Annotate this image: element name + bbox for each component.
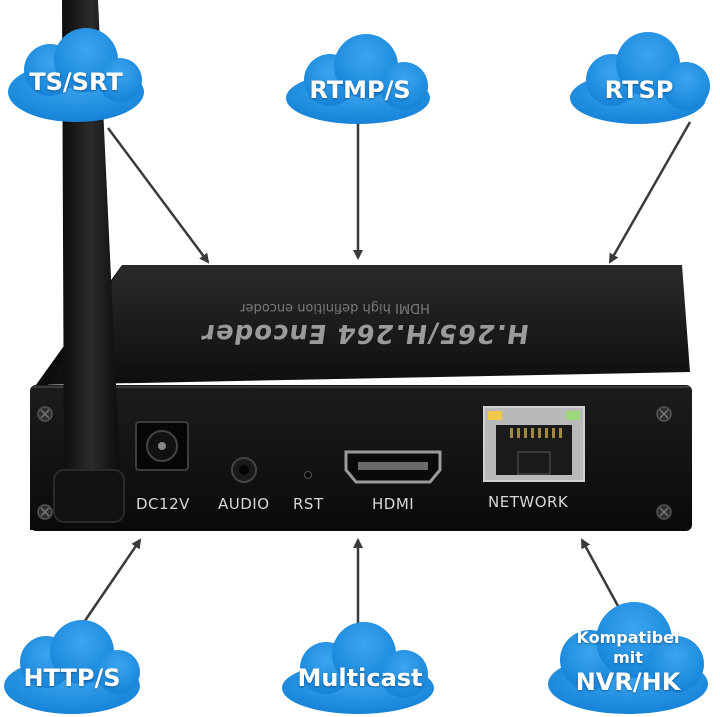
cloud-label-compat-2: mit bbox=[613, 648, 643, 667]
audio-jack-port bbox=[231, 457, 257, 483]
cloud-label-ts-srt: TS/SRT bbox=[29, 68, 123, 96]
hdmi-port bbox=[344, 450, 442, 484]
device-top-subtitle: HDMI high definition encoder bbox=[240, 300, 430, 315]
cloud-multicast bbox=[282, 622, 434, 714]
dc-jack-port bbox=[135, 421, 189, 471]
cloud-label-rtsp: RTSP bbox=[604, 76, 674, 104]
cloud-http-s bbox=[4, 620, 140, 714]
cloud-label-http-s: HTTP/S bbox=[23, 664, 121, 692]
cloud-rtsp bbox=[570, 32, 710, 124]
cloud-rtmp-s bbox=[286, 34, 430, 124]
cloud-label-compat-3: NVR/HK bbox=[575, 668, 681, 696]
cloud-label-rtmp-s: RTMP/S bbox=[309, 76, 411, 104]
device-top-title: H.265/H.264 Encoder bbox=[198, 318, 532, 348]
cloud-label-multicast: Multicast bbox=[297, 664, 423, 692]
reset-button bbox=[304, 471, 312, 479]
label-hdmi: HDMI bbox=[372, 495, 415, 513]
label-rst: RST bbox=[293, 495, 324, 513]
label-network: NETWORK bbox=[488, 493, 569, 511]
label-audio: AUDIO bbox=[218, 495, 270, 513]
cloud-compat bbox=[548, 602, 708, 714]
label-dc12v: DC12V bbox=[136, 495, 190, 513]
cloud-ts-srt bbox=[8, 28, 144, 122]
ethernet-port bbox=[483, 406, 585, 482]
device-top bbox=[36, 265, 690, 385]
cloud-label-compat-1: Kompatibel bbox=[576, 628, 680, 647]
